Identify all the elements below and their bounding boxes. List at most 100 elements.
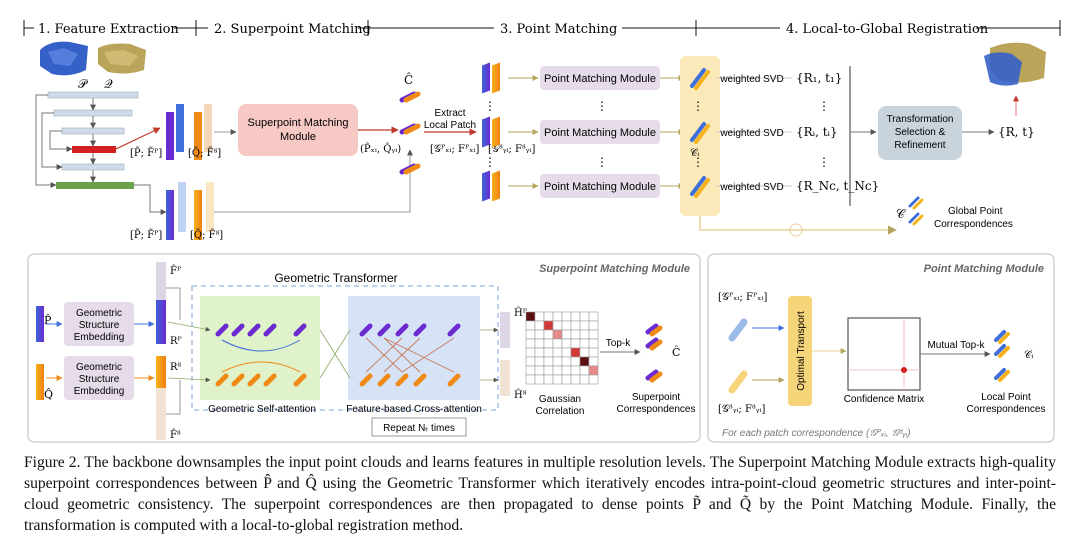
correlation-cell [570,311,581,322]
superpoint-module-line2: Module [280,131,316,143]
transformation-line1: Transformation [887,114,954,125]
correlation-cell [543,320,554,331]
local-corr-line1: Local Point [981,392,1031,403]
geo-embed-box-P [64,302,134,346]
caption-text: Figure 2. The backbone downsamples the i… [24,454,1056,534]
symbol-P: 𝒫 [78,77,88,91]
superpoint-matching: Superpoint Matching Module Ĉ (P̂ₓᵢ, Q̂ᵧᵢ… [214,71,535,175]
correlation-cell [552,329,563,340]
stage-4-label: 4. Local-to-Global Registration [786,22,989,37]
symbol-Ci-out: 𝒞ᵢ [1024,350,1033,361]
correlation-cell [579,320,590,331]
superpoint-P-features: [P̃; F̃ᴾ] [130,147,162,159]
feature-extraction: 𝒫 𝒬 [35,41,167,215]
correlation-cell [525,338,536,349]
geo-embed-P-line3: Embedding [74,332,125,343]
superpoint-matching-module-box [238,104,358,156]
point-matching-module-box-1 [540,66,660,90]
correlation-cell [543,347,554,358]
cross-attn-links [365,337,455,373]
correlation-cell [579,365,590,376]
pipeline-figure: 1. Feature Extraction 2. Superpoint Matc… [23,20,1061,443]
correlation-cell [588,311,599,322]
correlation-cell [561,311,572,322]
H-P: Ĥᴾ [514,307,528,319]
correlation-cell [579,338,590,349]
dots-1: ⋮ [484,99,496,113]
correlation-cell [525,311,536,322]
correlation-cell [525,365,536,376]
correlation-cell [534,374,545,385]
correlation-cell [534,356,545,367]
local-corr-icons [690,68,710,198]
correlation-cell [561,347,572,358]
geo-embed-P-line2: Structure [79,320,120,331]
pmm-footer: For each patch correspondence (𝒢ᴾₓᵢ, 𝒢ᴽᵧ… [722,428,911,439]
confidence-matrix [847,317,921,391]
stage-3-label: 3. Point Matching [500,22,617,37]
cross-attn-tokens-Q [359,373,461,387]
stage-header: 1. Feature Extraction 2. Superpoint Matc… [23,20,1061,37]
correlation-cell [543,311,554,322]
symbol-C-hat: Ĉ [404,71,413,87]
confidence-max-point [901,367,907,373]
correlation-cell [543,374,554,385]
point-cloud-P-image [40,41,88,76]
point-cloud-Q-image [98,43,146,74]
dots-7: ⋮ [818,99,830,113]
registered-point-cloud-image [984,42,1046,86]
geo-embed-P-line1: Geometric [76,308,122,319]
correlation-cell [570,329,581,340]
local-to-global: 𝒞ᵢ ⋮ ⋮ weighted SVD weighted SVD weighte… [680,42,1046,237]
point-matching: ⋮ ⋮ Point Matching Module Point Matching… [482,62,685,202]
dots-8: ⋮ [818,155,830,169]
geo-embed-box-Q [64,356,134,400]
geo-embed-Q-line2: Structure [79,374,120,385]
geo-embed-Q-line1: Geometric [76,362,122,373]
dots-4: ⋮ [596,155,608,169]
point-matching-module-box-3 [540,174,660,198]
figure-caption: Figure 2. The backbone downsamples the i… [24,452,1056,536]
symbol-Ci: 𝒞ᵢ [690,148,699,159]
correlation-cell [552,311,563,322]
pmm-label-2: Point Matching Module [544,127,656,139]
correlation-cell [525,356,536,367]
transformation-line3: Refinement [894,140,945,151]
dense-features: [P̃; F̃ᴾ] [Q̃; F̃ᴽ] [130,182,223,241]
optimal-transport-label: Optimal Transport [796,311,807,391]
correlation-cell [543,365,554,376]
correlation-cell [552,338,563,349]
correlation-cell [570,356,581,367]
correlation-cell [579,347,590,358]
symbol-C: 𝒞 [896,207,906,221]
correlation-cell [552,320,563,331]
patch-stack-1 [482,62,500,94]
cross-attn-tokens-P [359,323,461,337]
stage-1-label: 1. Feature Extraction [38,22,179,37]
correlation-cell [561,329,572,340]
R-P: Rᴾ [170,336,183,347]
symbol-P-hat: P̂ [44,314,52,327]
symbol-C-hat-out: Ĉ [672,345,680,359]
patch-P-features: [𝒢ᴾₓᵢ; Fᴾₓᵢ] [430,144,479,155]
patch-stack-2 [482,116,500,148]
symbol-Q: 𝒬 [104,77,113,91]
correlation-cell [588,374,599,385]
mutual-topk-label: Mutual Top-k [927,340,985,351]
correlation-cell [552,356,563,367]
geometric-transformer-region [191,285,499,411]
correlation-cell [570,374,581,385]
dots-5: ⋮ [692,99,704,113]
correlation-cell [588,365,599,376]
correlation-cell [570,338,581,349]
pmm-patch-P: [𝒢ᴾₓᵢ; Fᴾₓᵢ] [718,292,767,303]
stage-2-label: 2. Superpoint Matching [214,22,371,37]
bottleneck-layer [72,146,116,153]
correlation-cell [561,320,572,331]
correlation-cell [534,329,545,340]
superpoint-matching-panel: Superpoint Matching Module P̂ Q̂ Geometr… [27,253,701,443]
R-Q: Rᴽ [170,362,182,373]
repeat-label: Repeat Nₜ times [383,423,455,434]
symbol-PQ-hat: (P̂ₓᵢ, Q̂ᵧᵢ) [360,143,401,155]
sp-corr-line2: Correspondences [617,404,696,415]
